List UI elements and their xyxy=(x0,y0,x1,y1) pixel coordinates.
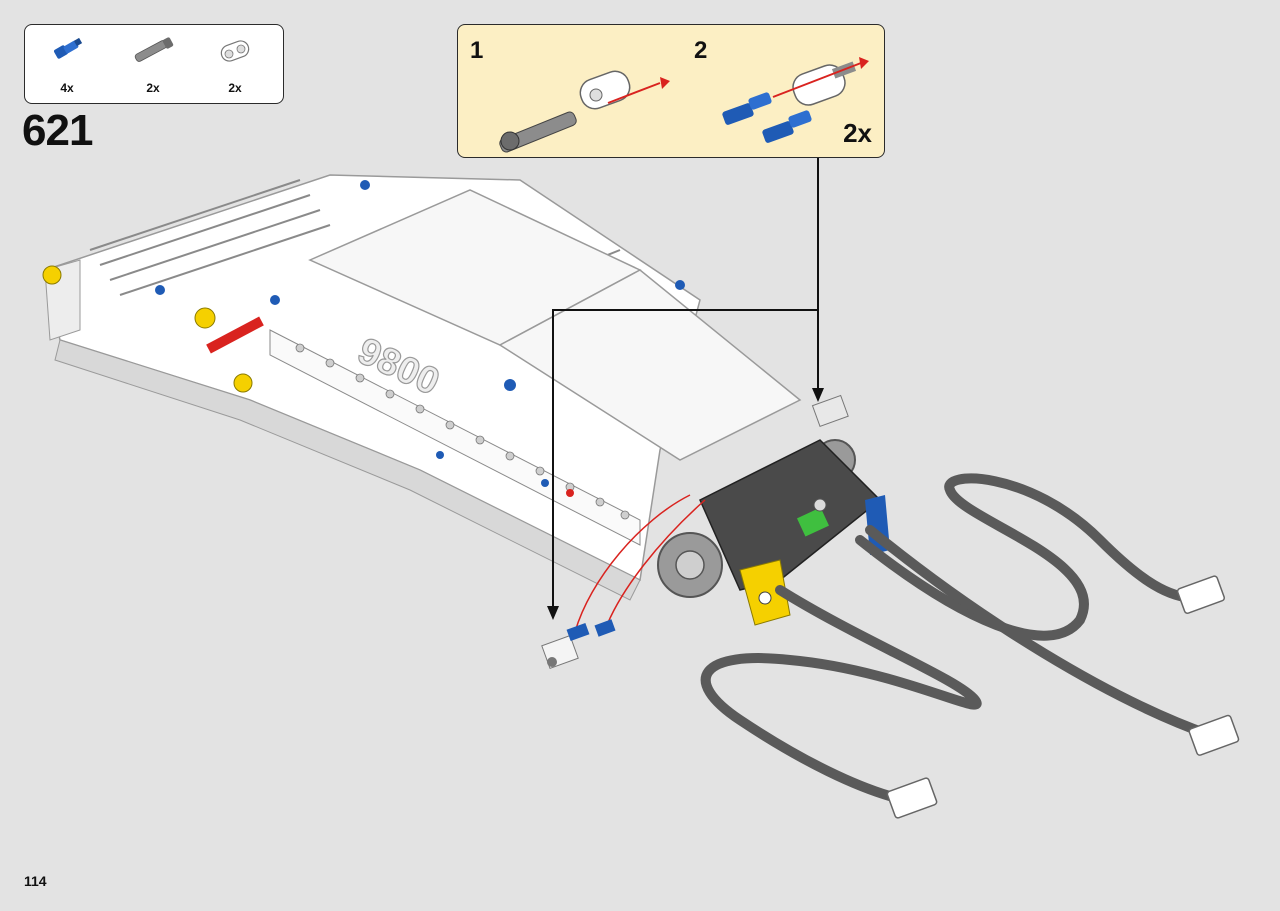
gray-long-pin-icon xyxy=(134,37,174,62)
part-qty: 2x xyxy=(146,81,160,95)
cable-plugs xyxy=(886,575,1240,819)
parts-list-item: 2x xyxy=(205,33,265,97)
gear-motor-block xyxy=(657,394,890,626)
parts-list-item: 4x xyxy=(37,33,97,97)
sub-step-number: 2 xyxy=(694,37,708,64)
white-connector-icon xyxy=(220,40,250,62)
callout-arrows xyxy=(552,156,819,610)
colored-pins xyxy=(42,180,685,497)
blue-axle-pin-icon xyxy=(54,37,83,59)
parts-list-item: 2x xyxy=(123,33,183,97)
sub-assembly-callout: 1 2 2x xyxy=(457,24,885,158)
arrow-head-left xyxy=(547,606,559,620)
sub-step-number: 1 xyxy=(470,37,484,64)
cables xyxy=(700,473,1215,805)
pin-assembly xyxy=(541,494,706,670)
sub-step-1-illustration xyxy=(499,70,670,153)
sub-step-2-illustration xyxy=(722,57,869,143)
repeat-multiplier: 2x xyxy=(843,118,872,148)
chassis-body: 9800 xyxy=(44,174,802,601)
page-number: 114 xyxy=(24,873,47,889)
part-qty: 4x xyxy=(60,81,74,95)
parts-list: 4x 2x 2x xyxy=(24,24,284,104)
part-qty: 2x xyxy=(228,81,242,95)
arrow-head-right xyxy=(812,388,824,402)
step-number: 621 xyxy=(22,106,93,155)
